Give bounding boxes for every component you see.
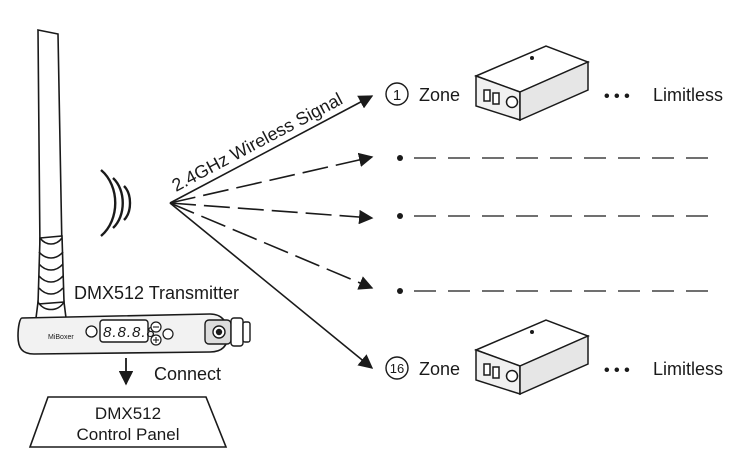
zone-row-16: 16 Zone • • • Limitless [385,319,723,396]
control-panel: DMX512 Control Panel [28,396,228,448]
mode-button [162,328,174,340]
placeholder-row [397,213,708,219]
signal-line-zone-1 [169,95,374,204]
connect-label: Connect [154,364,221,384]
receiver-controller-icon [473,319,590,396]
zone-dots: • • • [604,362,630,379]
zone-number: 16 [390,361,404,376]
transmitter-label: DMX512 Transmitter [74,283,239,303]
zone-label: Zone [419,85,460,105]
placeholder-row [397,155,708,161]
control-panel-line2: Control Panel [76,425,179,444]
signal-line-zone-16 [169,202,374,369]
power-button [85,325,98,338]
led-display [99,319,149,343]
zone-number-badge [385,356,409,380]
placeholder-row [397,288,708,294]
zone-number: 1 [393,87,401,104]
dmx512-transmitter: MiBoxer 8.8.8.8 [17,313,251,355]
signal-line-dashed-1 [169,152,374,204]
zone-row-1: 1 Zone • • • Limitless [385,45,723,122]
signal-line-dashed-3 [169,202,374,290]
zone-limit-label: Limitless [653,359,723,379]
led-display-digits: 8.8.8.8 [103,324,156,341]
zone-number-badge [385,82,409,106]
zone-dots: • • • [604,88,630,105]
zone-limit-label: Limitless [653,85,723,105]
transmitter-brand: MiBoxer [48,334,74,341]
antenna [35,29,67,319]
placeholder-rows [397,155,708,294]
receiver-controller-icon [473,45,590,122]
control-panel-line1: DMX512 [95,404,161,423]
signal-label: 2.4GHz Wireless Signal [169,89,346,196]
wireless-wave-icon [100,169,132,237]
zone-label: Zone [419,359,460,379]
signal-lines [169,95,374,369]
xlr-connector-icon [204,317,251,347]
